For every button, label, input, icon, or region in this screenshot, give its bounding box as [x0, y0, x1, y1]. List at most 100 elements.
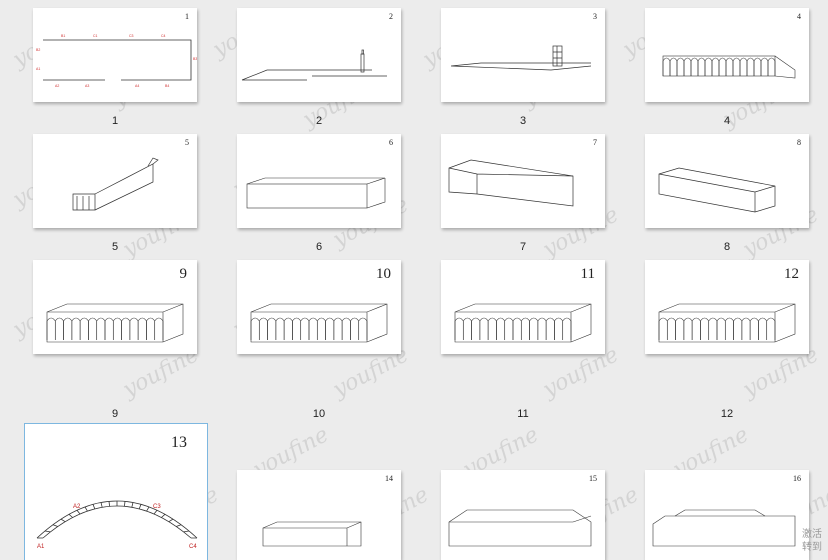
- arch-window: [683, 317, 693, 340]
- arch-window: [725, 57, 734, 76]
- arch-window: [96, 317, 106, 340]
- plan-label: C1: [93, 34, 98, 38]
- arch-window: [739, 57, 748, 76]
- slide-thumbnail-5[interactable]: 5: [33, 134, 197, 228]
- arch-window: [529, 317, 539, 340]
- front-wall-drawing: [662, 55, 796, 79]
- arch-window: [704, 57, 713, 76]
- roof-frame-drawing: [448, 509, 592, 547]
- slide-thumbnail-10[interactable]: 10: [237, 260, 401, 354]
- roof-frame-drawing: [652, 509, 796, 547]
- arch-label: C4: [189, 544, 197, 550]
- slide-caption: 9: [111, 408, 119, 420]
- arch-window: [733, 317, 743, 340]
- slide-thumbnail-15[interactable]: 15: [441, 470, 605, 560]
- arch-window: [325, 317, 335, 340]
- slide-thumbnail-11[interactable]: 11: [441, 260, 605, 354]
- slide-number: 11: [580, 266, 595, 282]
- arch-window: [137, 317, 147, 340]
- building-outline: [658, 303, 796, 343]
- arch-window: [471, 317, 481, 340]
- arch-window: [741, 317, 751, 340]
- slide-thumbnail-12[interactable]: 12: [645, 260, 809, 354]
- arch-window: [54, 317, 64, 340]
- slide-thumbnail-16[interactable]: 16: [645, 470, 809, 560]
- slide-caption: 3: [519, 115, 527, 127]
- slide-number: 8: [797, 138, 801, 147]
- slide-caption: 12: [720, 408, 734, 420]
- slide-caption: 2: [315, 115, 323, 127]
- arch-window: [711, 57, 720, 76]
- arch-window: [718, 57, 727, 76]
- slide-caption: 10: [312, 408, 326, 420]
- activation-line: 激活: [802, 529, 822, 540]
- building-outline: [454, 303, 592, 343]
- slide-thumbnail-3[interactable]: 3: [441, 8, 605, 102]
- arch-window: [758, 317, 768, 340]
- slide-thumbnail-7[interactable]: 7: [441, 134, 605, 228]
- arch-label: A1: [37, 544, 45, 550]
- slide-caption: 8: [723, 241, 731, 253]
- structure-drawing: [658, 303, 796, 343]
- slide-caption: 5: [111, 241, 119, 253]
- activation-notice: 激活 转到: [802, 528, 822, 554]
- slide-caption: 7: [519, 241, 527, 253]
- slide-thumbnail-9[interactable]: 9: [33, 260, 197, 354]
- slide-number: 5: [185, 138, 189, 147]
- arch-window: [479, 317, 489, 340]
- three-walls-drawing: [246, 177, 386, 209]
- plan-label: B3: [193, 57, 197, 61]
- arch-window: [700, 317, 710, 340]
- frame-start-drawing: [450, 45, 592, 71]
- slide-number: 4: [797, 12, 801, 21]
- slide-thumbnail-6[interactable]: 6: [237, 134, 401, 228]
- arch-window: [749, 317, 759, 340]
- arch-window: [753, 57, 762, 76]
- slide-thumbnail-2[interactable]: 2: [237, 8, 401, 102]
- arch-label: A2: [73, 504, 81, 510]
- plan-label: A4: [135, 84, 139, 88]
- slide-thumbnail-14[interactable]: 14: [237, 470, 401, 560]
- arch-window: [146, 317, 156, 340]
- arch-window: [358, 317, 368, 340]
- slide-caption: 6: [315, 241, 323, 253]
- arch-window: [112, 317, 122, 340]
- arch-window: [662, 57, 671, 76]
- arch-window: [496, 317, 506, 340]
- slide-number: 9: [179, 266, 188, 282]
- arch-window: [504, 317, 514, 340]
- arch-window: [767, 57, 776, 76]
- structure-drawing: [250, 303, 388, 343]
- activation-line: 转到: [802, 542, 822, 553]
- arch-window: [46, 317, 56, 340]
- arch-window: [708, 317, 718, 340]
- arch-window: [746, 57, 755, 76]
- slide-thumbnail-8[interactable]: 8: [645, 134, 809, 228]
- arch-window: [292, 317, 302, 340]
- arch-window: [350, 317, 360, 340]
- arch-window: [154, 317, 164, 340]
- slide-number: 13: [171, 434, 187, 451]
- plan-label: A3: [85, 84, 89, 88]
- slide-caption: 11: [517, 408, 529, 420]
- arch-window: [669, 57, 678, 76]
- arch-window: [316, 317, 326, 340]
- arch-window: [300, 317, 310, 340]
- arch-window: [732, 57, 741, 76]
- slide-thumbnail-4[interactable]: 4: [645, 8, 809, 102]
- four-walls-drawing: [448, 159, 574, 207]
- building-outline: [250, 303, 388, 343]
- slide-number: 10: [376, 266, 391, 282]
- slide-thumbnail-13[interactable]: 13 A1 A2 C3 C4: [24, 423, 208, 560]
- arch-window: [562, 317, 572, 340]
- plan-label: B1: [61, 34, 65, 38]
- slide-thumbnail-1[interactable]: 1 B1 C1 C3 C4 B2 A1 A2 A3 A4 B4 B3: [33, 8, 197, 102]
- arch-window: [79, 317, 89, 340]
- slide-number: 16: [793, 474, 801, 483]
- plan-label: A2: [55, 84, 59, 88]
- arch-window: [675, 317, 685, 340]
- roof-arch-drawing: A1 A2 C3 C4: [36, 500, 197, 550]
- arch-window: [275, 317, 285, 340]
- arch-window: [554, 317, 564, 340]
- arch-window: [63, 317, 73, 340]
